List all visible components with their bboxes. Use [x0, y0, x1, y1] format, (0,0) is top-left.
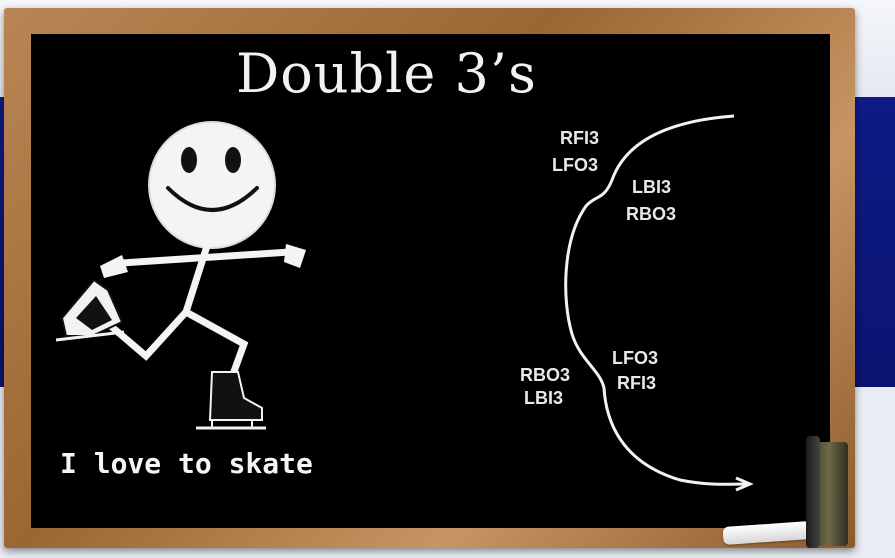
label-lbi3-top: LBI3 — [632, 177, 671, 197]
label-lbi3-bottom: LBI3 — [524, 388, 563, 408]
label-rbo3-top: RBO3 — [626, 204, 676, 224]
label-lfo3-top: LFO3 — [552, 155, 598, 175]
label-rfi3-top: RFI3 — [560, 128, 599, 148]
label-rfi3-bottom: RFI3 — [617, 373, 656, 393]
label-rbo3-bottom: RBO3 — [520, 365, 570, 385]
label-lfo3-bottom: LFO3 — [612, 348, 658, 368]
chalkboard-eraser — [806, 436, 852, 548]
